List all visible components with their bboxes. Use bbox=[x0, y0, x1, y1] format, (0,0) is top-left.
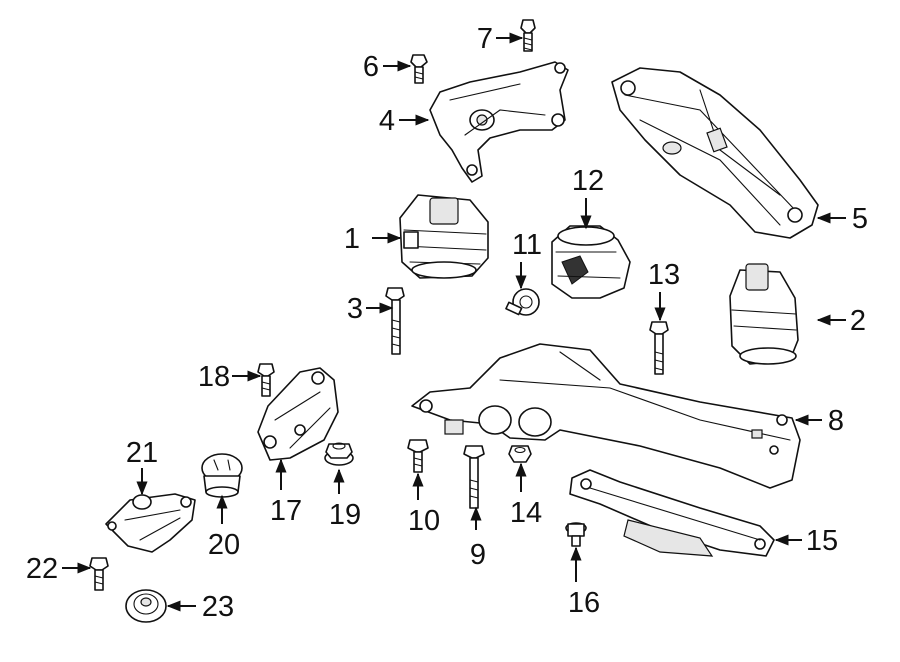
callout-2: 2 bbox=[850, 305, 866, 337]
part-12-mount[interactable] bbox=[551, 225, 631, 299]
part-4-bracket[interactable] bbox=[429, 61, 569, 183]
callout-1: 1 bbox=[344, 223, 360, 255]
part-20-bumper[interactable] bbox=[201, 453, 243, 498]
part-13-bolt[interactable] bbox=[649, 321, 669, 375]
callout-arrows bbox=[62, 32, 846, 612]
part-21-bracket[interactable] bbox=[105, 493, 196, 553]
part-15-bar[interactable] bbox=[569, 469, 775, 557]
part-18-bolt[interactable] bbox=[257, 363, 275, 397]
callout-18: 18 bbox=[198, 361, 230, 393]
callout-23: 23 bbox=[202, 591, 234, 623]
callout-21: 21 bbox=[126, 437, 158, 469]
callout-11: 11 bbox=[512, 229, 542, 261]
part-11-stud[interactable] bbox=[505, 288, 540, 316]
callout-17: 17 bbox=[270, 495, 302, 527]
part-9-bolt[interactable] bbox=[463, 445, 485, 509]
callout-5: 5 bbox=[852, 203, 868, 235]
callout-20: 20 bbox=[208, 529, 240, 561]
part-5-shield[interactable] bbox=[611, 67, 819, 239]
part-8-crossmember[interactable] bbox=[411, 343, 801, 489]
callout-6: 6 bbox=[363, 51, 379, 83]
part-22-bolt[interactable] bbox=[89, 557, 109, 591]
part-7-bolt[interactable] bbox=[520, 19, 536, 52]
callout-3: 3 bbox=[347, 293, 363, 325]
part-2-mount[interactable] bbox=[729, 263, 799, 365]
part-19-nut[interactable] bbox=[324, 442, 354, 466]
part-6-bolt[interactable] bbox=[410, 54, 428, 84]
callout-8: 8 bbox=[828, 405, 844, 437]
part-16-bolt[interactable] bbox=[565, 522, 587, 547]
callout-4: 4 bbox=[379, 105, 395, 137]
callout-22: 22 bbox=[26, 553, 58, 585]
callout-14: 14 bbox=[510, 497, 542, 529]
part-1-mount[interactable] bbox=[399, 194, 489, 279]
part-23-bushing[interactable] bbox=[125, 589, 167, 623]
part-14-nut[interactable] bbox=[508, 445, 532, 463]
part-10-bolt[interactable] bbox=[407, 439, 429, 473]
part-3-bolt[interactable] bbox=[385, 287, 405, 355]
callout-7: 7 bbox=[477, 23, 493, 55]
callout-13: 13 bbox=[648, 259, 680, 291]
callout-numbers: 1 2 3 4 5 6 7 8 9 10 11 12 13 14 15 16 1… bbox=[26, 23, 868, 623]
callout-10: 10 bbox=[408, 505, 440, 537]
callout-16: 16 bbox=[568, 587, 600, 619]
callout-19: 19 bbox=[329, 499, 361, 531]
callout-12: 12 bbox=[572, 165, 604, 197]
callout-9: 9 bbox=[470, 539, 486, 571]
callout-15: 15 bbox=[806, 525, 838, 557]
